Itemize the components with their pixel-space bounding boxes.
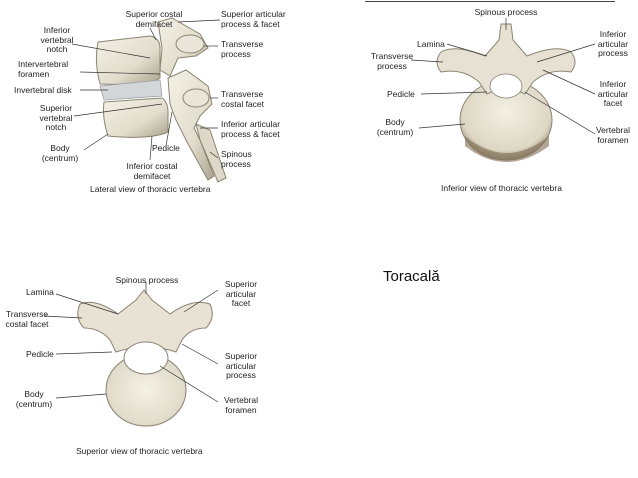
label-sup-body: Body (centrum) xyxy=(15,389,53,409)
label-inf-lamina: Lamina xyxy=(417,39,445,49)
label-inferior-costal-demifacet: Inferior costal demifacet xyxy=(126,161,178,181)
label-superior-costal-demifacet: Superior costal demifacet xyxy=(125,9,183,29)
top-rule xyxy=(365,1,615,2)
caption-inferior-view: Inferior view of thoracic vertebra xyxy=(441,183,562,193)
inferior-view-illustration xyxy=(410,18,596,162)
label-inferior-vertebral-notch: Inferior vertebral notch xyxy=(40,25,74,54)
label-superior-vertebral-notch: Superior vertebral notch xyxy=(39,103,73,132)
lateral-view-illustration xyxy=(71,17,227,183)
label-inf-transverse-process: Transverse process xyxy=(370,51,414,71)
label-invertebral-disk: Invertebral disk xyxy=(14,85,72,95)
label-spinous-process: Spinous process xyxy=(221,149,252,169)
label-sup-vertebral-foramen: Vertebral foramen xyxy=(223,395,259,415)
upper-vertebral-body xyxy=(95,35,161,85)
label-sup-spinous-process: Spinous process xyxy=(115,275,179,285)
label-sup-lamina: Lamina xyxy=(26,287,54,297)
label-sup-transverse-costal-facet: Transverse costal facet xyxy=(5,309,49,329)
inferior-view-panel: Spinous process Lamina Transverse proces… xyxy=(365,0,638,200)
label-pedicle: Pedicle xyxy=(152,143,180,153)
caption-superior-view: Superior view of thoracic vertebra xyxy=(76,446,203,456)
label-inf-pedicle: Pedicle xyxy=(387,89,415,99)
intervertebral-disk xyxy=(99,79,163,101)
superior-view-illustration xyxy=(43,282,219,427)
caption-lateral-view: Lateral view of thoracic vertebra xyxy=(90,184,211,194)
superior-vertebral-foramen xyxy=(123,341,169,375)
lateral-view-panel: Superior costal demifacet Inferior verte… xyxy=(0,0,300,200)
superior-view-panel: Spinous process Lamina Transverse costal… xyxy=(0,270,300,470)
label-inf-articular-facet: Inferior articular facet xyxy=(597,79,629,108)
superior-posterior-arch xyxy=(77,289,213,353)
label-sup-articular-facet: Superior articular facet xyxy=(224,279,258,308)
label-inferior-articular-process: Inferior articular process & facet xyxy=(221,119,281,139)
label-sup-articular-process: Superior articular process xyxy=(224,351,258,380)
lower-vertebral-body xyxy=(103,97,169,138)
label-inf-vertebral-foramen: Vertebral foramen xyxy=(595,125,631,145)
label-inf-body: Body (centrum) xyxy=(376,117,414,137)
label-sup-pedicle: Pedicle xyxy=(26,349,54,359)
label-transverse-process: Transverse process xyxy=(221,39,264,59)
label-inf-spinous-process: Spinous process xyxy=(474,7,538,17)
label-superior-articular-process: Superior articular process & facet xyxy=(221,9,286,29)
label-transverse-costal-facet: Transverse costal facet xyxy=(221,89,264,109)
label-inf-articular-process: Inferior articular process xyxy=(597,29,629,58)
label-intervertebral-foramen: Intervertebral foramen xyxy=(18,59,69,79)
slide-title: Toracală xyxy=(383,268,440,285)
inferior-posterior-arch xyxy=(436,23,576,95)
label-body-centrum: Body (centrum) xyxy=(41,143,79,163)
